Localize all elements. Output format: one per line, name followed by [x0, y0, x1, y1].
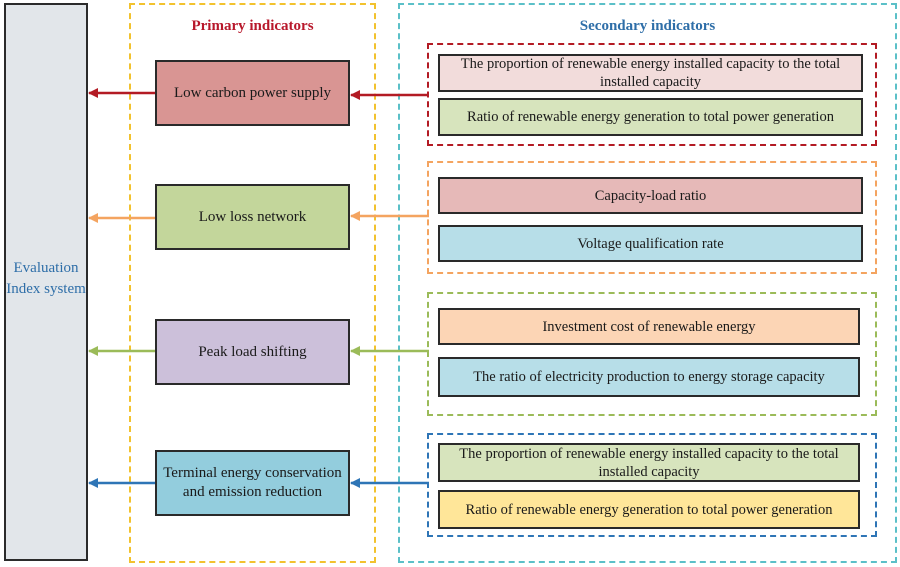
- secondary-box: Ratio of renewable energy generation to …: [438, 98, 863, 136]
- primary-indicators-frame: [129, 3, 376, 563]
- primary-box-peak-load-shifting: Peak load shifting: [155, 319, 350, 385]
- secondary-box: Capacity-load ratio: [438, 177, 863, 214]
- secondary-label: Ratio of renewable energy generation to …: [465, 501, 833, 518]
- primary-label: Low loss network: [198, 208, 307, 225]
- secondary-label: Capacity-load ratio: [594, 187, 707, 204]
- primary-indicators-heading: Primary indicators: [191, 18, 314, 34]
- secondary-box: Ratio of renewable energy generation to …: [438, 490, 860, 529]
- secondary-label: Voltage qualification rate: [577, 235, 724, 252]
- group-frame-2: [427, 161, 877, 274]
- primary-box-low-loss-network: Low loss network: [155, 184, 350, 250]
- secondary-label: The proportion of renewable energy insta…: [460, 56, 841, 90]
- secondary-box: Voltage qualification rate: [438, 225, 863, 262]
- evaluation-index-bar: [4, 3, 88, 561]
- group-frame-3: [427, 292, 877, 416]
- secondary-label: The proportion of renewable energy insta…: [459, 445, 839, 480]
- secondary-box: The proportion of renewable energy insta…: [438, 443, 860, 482]
- primary-label: Low carbon power supply: [173, 84, 332, 101]
- secondary-indicators-heading: Secondary indicators: [579, 18, 716, 34]
- primary-box-low-carbon-power-supply: Low carbon power supply: [155, 60, 350, 126]
- secondary-label: Investment cost of renewable energy: [542, 318, 756, 335]
- secondary-label: Ratio of renewable energy generation to …: [467, 109, 834, 125]
- primary-label: Terminal energy conservation and emissio…: [163, 465, 342, 500]
- group-frame-4: [427, 433, 877, 537]
- secondary-box: Investment cost of renewable energy: [438, 308, 860, 345]
- secondary-box: The ratio of electricity production to e…: [438, 357, 860, 397]
- secondary-indicators-frame: [398, 3, 897, 563]
- primary-label: Peak load shifting: [198, 343, 307, 360]
- secondary-label: The ratio of electricity production to e…: [473, 369, 825, 385]
- primary-box-terminal-energy-conservation: Terminal energy conservation and emissio…: [155, 450, 350, 516]
- evaluation-index-label: Evaluation Index system: [6, 260, 86, 297]
- secondary-box: The proportion of renewable energy insta…: [438, 54, 863, 92]
